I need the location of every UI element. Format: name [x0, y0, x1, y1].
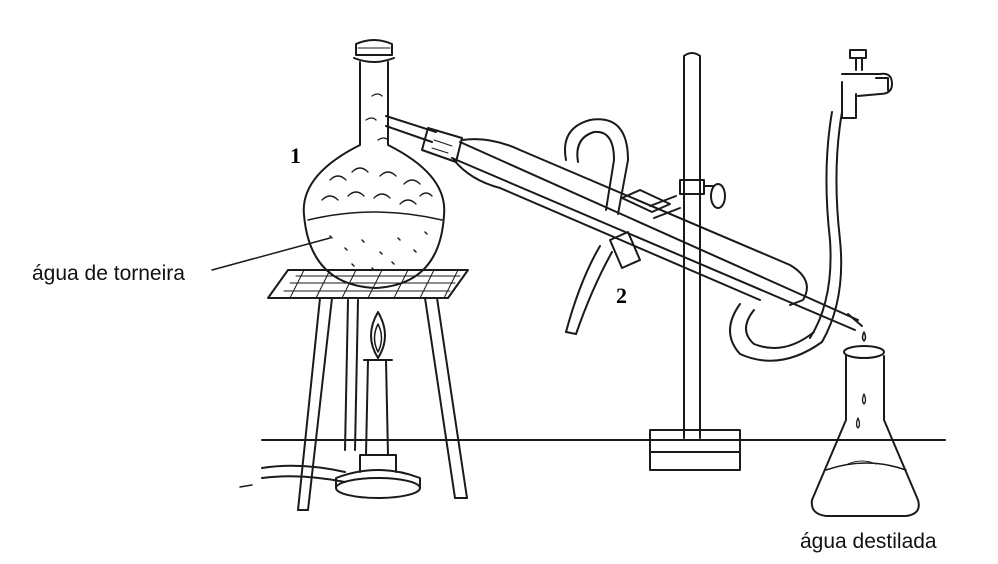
tap-water-label: água de torneira — [32, 262, 185, 285]
tap-water-leader-line — [211, 237, 331, 271]
inlet-hose — [564, 118, 629, 335]
water-tap — [841, 49, 893, 119]
round-bottom-flask — [302, 39, 446, 289]
retort-stand — [649, 52, 741, 471]
bunsen-burner — [335, 311, 421, 499]
drip-tip — [847, 313, 867, 342]
condenser — [451, 138, 859, 331]
distilled-water-label: água destilada — [800, 530, 937, 553]
flask-number-label: 1 — [290, 143, 301, 168]
gas-hose — [239, 464, 346, 488]
erlenmeyer-flask — [810, 345, 920, 517]
outlet-hose — [729, 111, 843, 362]
condenser-number-label: 2 — [616, 283, 627, 308]
delivery-tube — [385, 115, 463, 163]
